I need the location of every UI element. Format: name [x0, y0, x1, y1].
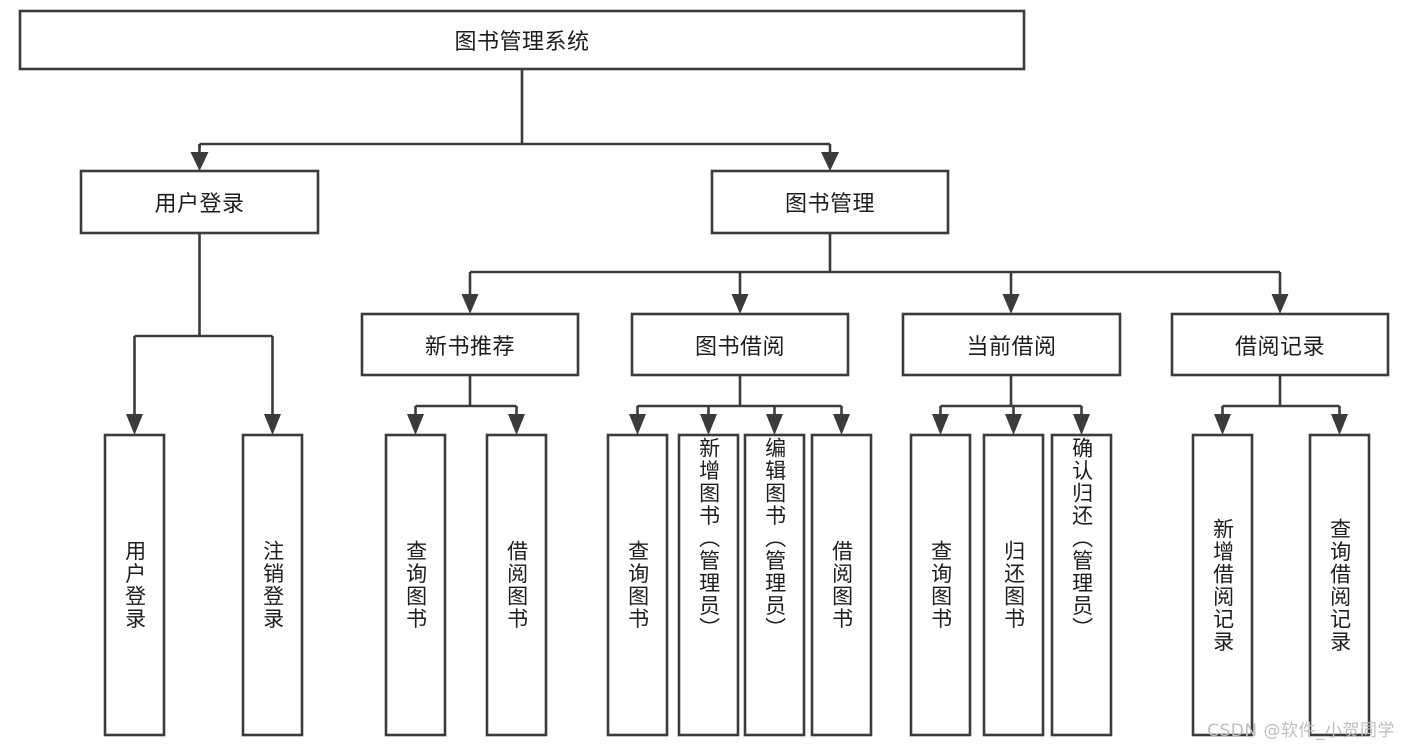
- arrow-head-leaf-query-book-recommend: [407, 414, 424, 435]
- node-box-leaf-query-book-current[interactable]: [909, 433, 972, 737]
- arrow-head-current-borrow: [1002, 294, 1020, 314]
- connector-group-book-borrow-children: [629, 375, 850, 435]
- arrow-head-book-borrow: [731, 294, 749, 314]
- node-box-leaf-query-book-borrow[interactable]: [606, 433, 669, 737]
- node-box-root[interactable]: [18, 9, 1026, 71]
- arrow-head-leaf-add-borrow-record: [1214, 414, 1231, 435]
- arrow-head-leaf-confirm-return-admin: [1073, 414, 1090, 435]
- arrow-head-leaf-user-login: [126, 414, 143, 435]
- node-box-leaf-query-borrow-record[interactable]: [1308, 433, 1371, 737]
- arrow-head-leaf-borrow-book: [833, 414, 850, 435]
- connector-group-borrow-record-children: [1214, 375, 1348, 435]
- csdn-watermark: CSDN @软件_小贺同学: [1207, 721, 1395, 741]
- arrow-head-leaf-return-book: [1005, 414, 1022, 435]
- node-box-new-book-recommend[interactable]: [360, 312, 580, 377]
- arrow-head-leaf-query-book-current: [932, 414, 949, 435]
- arrow-head-leaf-query-borrow-record: [1331, 414, 1348, 435]
- node-box-book-borrow[interactable]: [630, 312, 850, 377]
- arrow-head-book-management: [821, 152, 839, 171]
- arrow-head-new-book-recommend: [461, 294, 479, 314]
- node-box-leaf-add-book-admin[interactable]: [677, 433, 740, 737]
- node-box-leaf-add-borrow-record[interactable]: [1191, 433, 1254, 737]
- node-box-user-login[interactable]: [79, 169, 320, 235]
- connector-group-current-borrow-children: [932, 375, 1090, 435]
- arrow-head-leaf-add-book-admin: [700, 414, 717, 435]
- arrow-head-leaf-edit-book-admin: [766, 414, 783, 435]
- node-box-leaf-borrow-book-recommend[interactable]: [485, 433, 548, 737]
- arrow-head-borrow-record: [1271, 294, 1289, 314]
- arrow-head-leaf-borrow-book-recommend: [508, 414, 525, 435]
- node-box-leaf-query-book-recommend[interactable]: [384, 433, 447, 737]
- connector-group-root-to-level2: [198, 69, 832, 156]
- node-box-leaf-logout-login[interactable]: [241, 433, 304, 737]
- connector-group-user-login-children: [126, 233, 281, 435]
- node-box-book-management[interactable]: [710, 169, 950, 235]
- node-box-leaf-user-login[interactable]: [103, 433, 166, 737]
- node-box-leaf-borrow-book[interactable]: [810, 433, 873, 737]
- arrow-head-leaf-logout-login: [264, 414, 281, 435]
- node-box-current-borrow[interactable]: [901, 312, 1122, 377]
- node-box-leaf-edit-book-admin[interactable]: [743, 433, 806, 737]
- arrow-head-user-login: [190, 152, 209, 171]
- connector-group-book-management-children: [461, 233, 1289, 314]
- arrow-head-leaf-query-book-borrow: [629, 414, 646, 435]
- node-box-borrow-record[interactable]: [1170, 312, 1390, 377]
- connector-group-new-book-recommend-children: [407, 375, 525, 435]
- node-box-leaf-confirm-return-admin[interactable]: [1050, 433, 1113, 737]
- node-box-leaf-return-book[interactable]: [982, 433, 1045, 737]
